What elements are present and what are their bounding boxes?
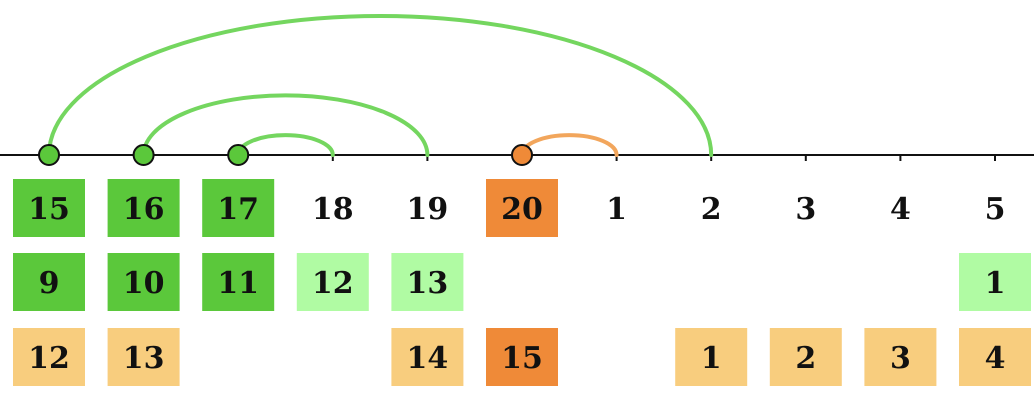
cell-box	[391, 328, 464, 386]
cell-box	[202, 253, 275, 311]
cell-label: 20	[501, 192, 543, 227]
cell-box	[486, 328, 558, 386]
node	[227, 144, 250, 166]
cell-box	[391, 253, 464, 311]
nodes	[38, 144, 533, 166]
cell-label: 14	[407, 341, 449, 376]
cell-label: 15	[28, 192, 70, 227]
cell-box	[675, 328, 748, 386]
cell-label: 11	[217, 266, 259, 301]
cell-label: 2	[701, 192, 722, 227]
cell-label: 4	[890, 192, 911, 227]
cell-label: 1	[606, 192, 627, 227]
cell-box	[769, 328, 842, 386]
cell-label: 18	[312, 192, 354, 227]
cell-label: 3	[795, 192, 816, 227]
cell-box	[959, 253, 1031, 311]
cell-label: 10	[123, 266, 165, 301]
cell-label: 12	[28, 341, 70, 376]
cell-label: 13	[123, 341, 165, 376]
cell-box	[13, 179, 85, 237]
arc	[141, 93, 430, 157]
cell-box	[107, 328, 180, 386]
cell-label: 17	[217, 192, 259, 227]
cell-box	[202, 179, 275, 237]
cell-label: 1	[701, 341, 722, 376]
arcs	[47, 13, 714, 157]
cell-label: 4	[985, 341, 1006, 376]
node	[511, 144, 533, 166]
cell-label: 19	[407, 192, 449, 227]
cell-label: 1	[985, 266, 1006, 301]
cell-box	[13, 253, 85, 311]
arc	[236, 133, 335, 157]
node	[38, 144, 60, 166]
node	[132, 144, 155, 166]
arc	[520, 133, 619, 157]
cell-label: 9	[39, 266, 60, 301]
cell-label: 12	[312, 266, 354, 301]
cell-label: 2	[795, 341, 816, 376]
cell-box	[486, 179, 558, 237]
cell-box	[959, 328, 1031, 386]
cell-box	[13, 328, 85, 386]
cell-label: 15	[501, 341, 543, 376]
cell-label: 16	[123, 192, 165, 227]
cell-label: 5	[985, 192, 1006, 227]
green-row: 9 10 11 12 13 1	[13, 253, 1031, 311]
cell-box	[107, 179, 180, 237]
position-row: 15 16 17 18 19 20 1 2 3 4 5	[13, 179, 1005, 237]
cell-box	[296, 253, 369, 311]
cell-label: 3	[890, 341, 911, 376]
cell-label: 13	[407, 266, 449, 301]
arc	[47, 13, 714, 157]
cell-box	[107, 253, 180, 311]
cell-box	[864, 328, 937, 386]
